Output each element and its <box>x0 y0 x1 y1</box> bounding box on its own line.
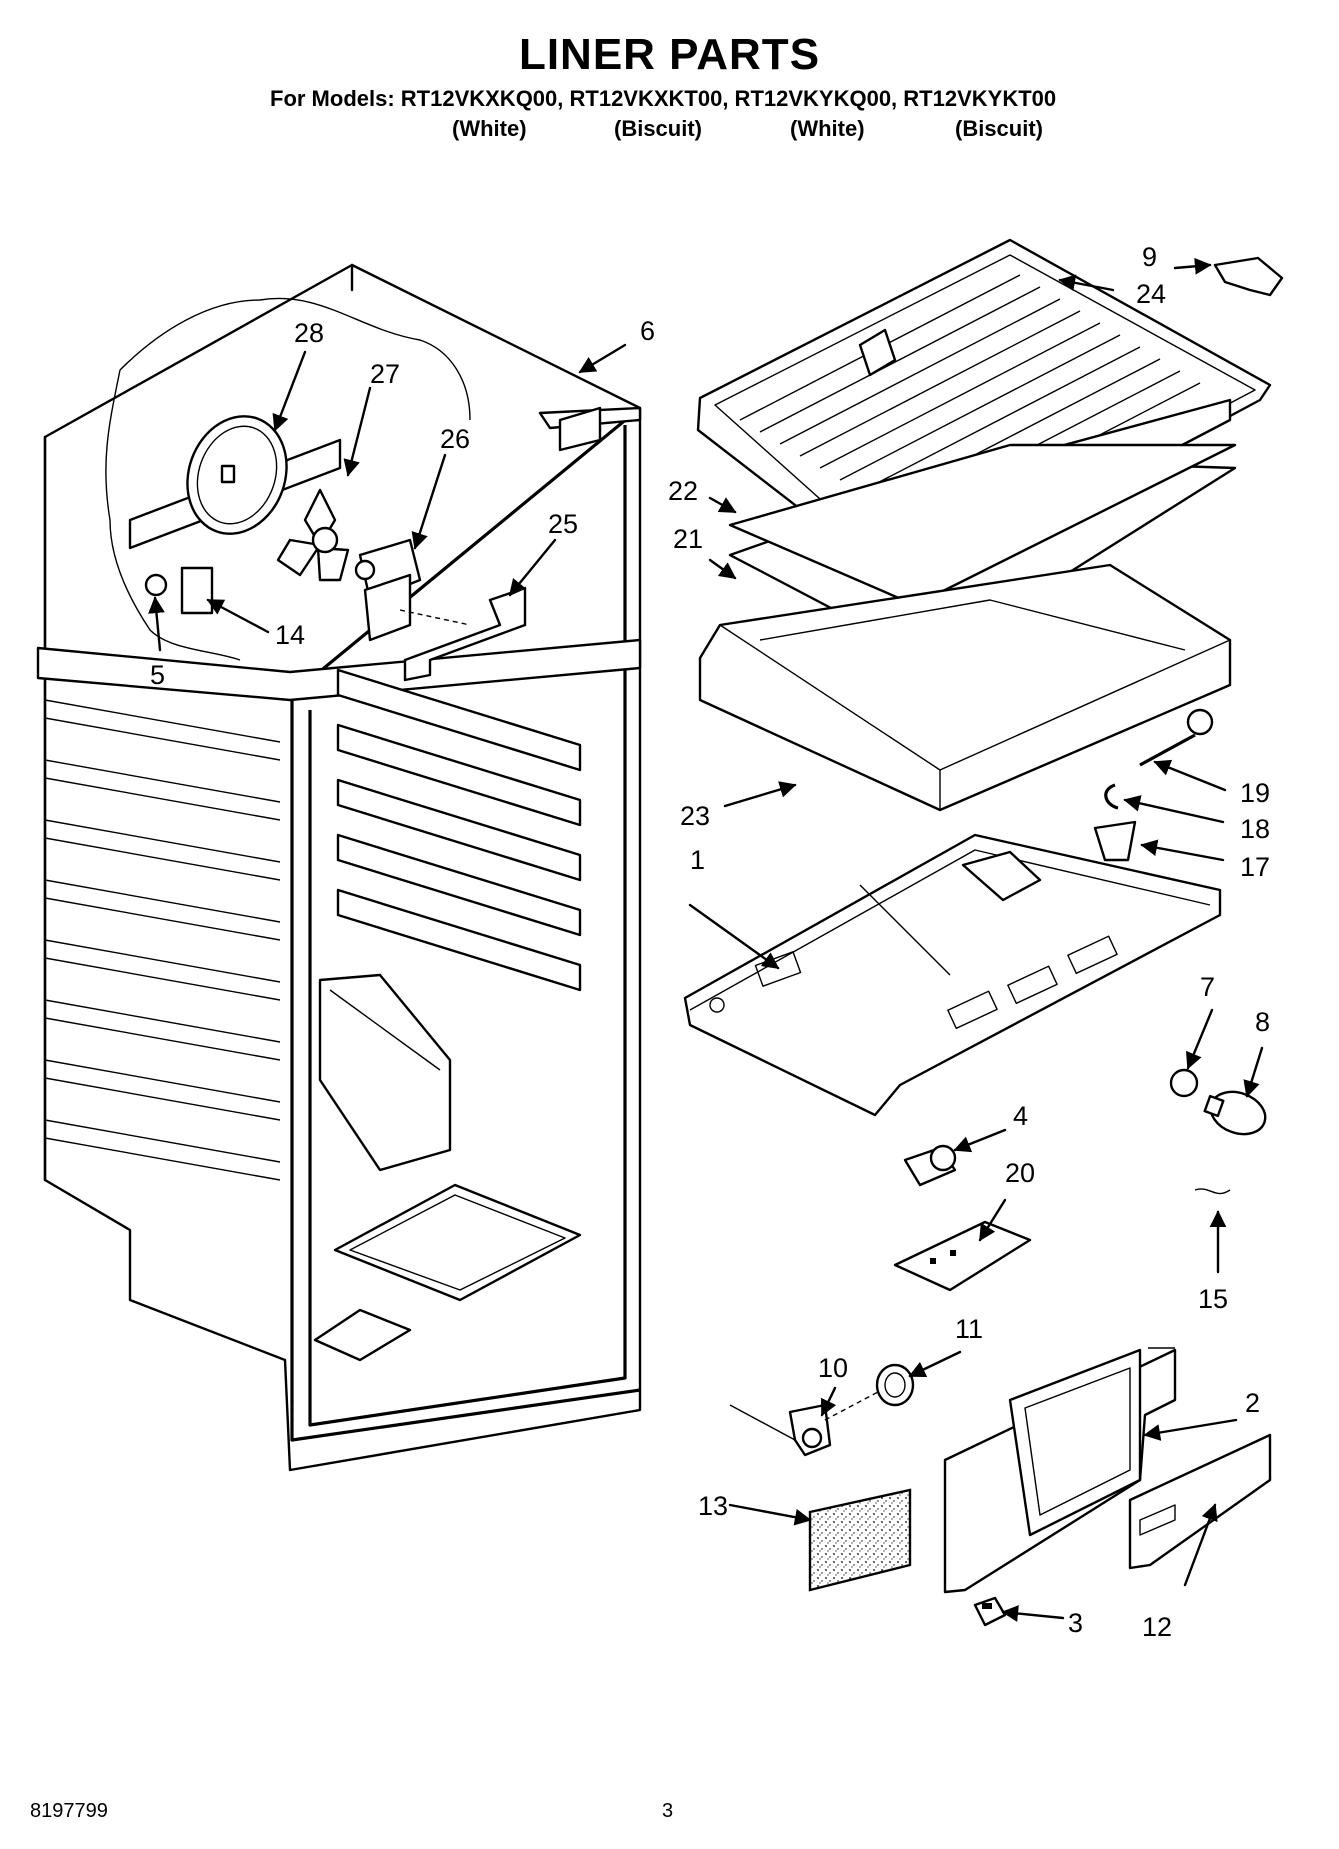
part-5-plug <box>144 573 168 597</box>
callout-13: 13 <box>698 1491 728 1521</box>
part-3-button <box>973 1596 1007 1627</box>
callout-24: 24 <box>1136 279 1166 309</box>
part-13-filter-pad <box>808 1488 912 1592</box>
model-color-4: (Biscuit) <box>955 116 1043 141</box>
callout-15: 15 <box>1198 1284 1228 1314</box>
part-25-bracket <box>403 586 527 682</box>
part-14-label <box>180 566 214 615</box>
callout-11: 11 <box>955 1314 983 1344</box>
callout-21: 21 <box>673 524 703 554</box>
callout-8: 8 <box>1255 1007 1270 1037</box>
part-15-wire <box>1194 1188 1231 1195</box>
callout-12: 12 <box>1142 1612 1172 1642</box>
callout-18: 18 <box>1240 814 1270 844</box>
callout-2: 2 <box>1245 1388 1260 1418</box>
callout-19: 19 <box>1240 778 1270 808</box>
part-2-control-panel <box>943 1347 1177 1594</box>
callout-7: 7 <box>1200 972 1215 1002</box>
part-23-crisper-frame <box>698 563 1232 812</box>
part-4-cam <box>903 1144 957 1187</box>
part-26-fan-motor <box>354 538 471 642</box>
part-20-control-board <box>893 1220 1032 1292</box>
model-color-2: (Biscuit) <box>614 116 702 141</box>
part-7-socket <box>1169 1068 1199 1098</box>
model-color-1: (White) <box>452 116 527 141</box>
part-10-thermostat <box>729 1391 879 1457</box>
model-color-3: (White) <box>790 116 865 141</box>
callout-6: 6 <box>640 316 655 346</box>
page-number: 3 <box>662 1800 674 1822</box>
part-27-fan-blade <box>276 488 350 582</box>
callout-10: 10 <box>818 1353 848 1383</box>
doc-number: 8197799 <box>30 1800 108 1822</box>
callout-4: 4 <box>1013 1101 1028 1131</box>
callout-17: 17 <box>1240 852 1270 882</box>
part-11-knob <box>875 1363 915 1407</box>
callout-5: 5 <box>150 660 165 690</box>
callout-23: 23 <box>680 801 710 831</box>
part-18-spring <box>1104 783 1119 810</box>
callout-26: 26 <box>440 424 470 454</box>
part-9-clip <box>1213 256 1284 297</box>
part-8-bulb <box>1203 1090 1267 1136</box>
part-1-control-housing <box>683 833 1222 1117</box>
callout-25: 25 <box>548 509 578 539</box>
callout-22: 22 <box>668 476 698 506</box>
models-line: For Models: RT12VKXKQ00, RT12VKXKT00, RT… <box>270 86 1057 111</box>
callout-9: 9 <box>1142 242 1157 272</box>
part-19-hinge-pin <box>1139 708 1214 767</box>
callout-14: 14 <box>275 620 305 650</box>
callout-3: 3 <box>1068 1608 1083 1638</box>
callout-27: 27 <box>370 359 400 389</box>
page-title: LINER PARTS <box>518 30 821 79</box>
callout-20: 20 <box>1005 1158 1035 1188</box>
callout-28: 28 <box>294 318 324 348</box>
part-28-fan-shroud <box>128 415 342 550</box>
callout-labels: 6 28 27 26 25 14 5 9 24 22 21 23 19 18 1… <box>150 242 1270 1642</box>
liner-cabinet <box>36 263 642 1472</box>
part-17-cup <box>1093 820 1137 862</box>
leader-lines <box>148 257 1264 1622</box>
part-12-nameplate <box>1128 1433 1272 1570</box>
part-22-panel <box>728 443 1237 607</box>
callout-1: 1 <box>690 845 705 875</box>
